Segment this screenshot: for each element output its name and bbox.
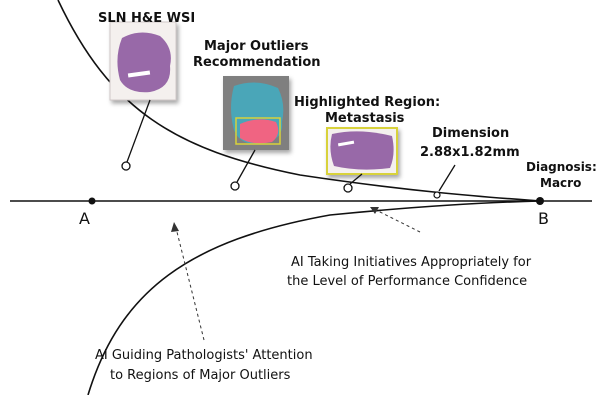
- label-ai-guiding-1: AI Guiding Pathologists' Attention: [95, 348, 313, 363]
- highlight-slit: [337, 140, 355, 147]
- label-dimension-1: Dimension: [432, 126, 509, 141]
- connector-highlight: [349, 173, 363, 185]
- label-highlight-2: Metastasis: [325, 111, 405, 126]
- connector-wsi: [126, 99, 151, 163]
- dashed-arrow-guiding-head: [171, 222, 179, 232]
- marker-outliers: [230, 181, 240, 191]
- marker-dimension: [433, 191, 441, 199]
- outliers-tissue-pink: [240, 119, 279, 144]
- point-b-dot: [536, 197, 544, 205]
- label-ai-initiative-1: AI Taking Initiatives Appropriately for: [291, 255, 532, 270]
- label-outliers-1: Major Outliers: [204, 39, 309, 54]
- marker-highlight: [343, 183, 353, 193]
- outliers-highlight-box: [235, 117, 281, 145]
- sln-wsi-slit: [127, 70, 151, 78]
- label-dimension-2: 2.88x1.82mm: [420, 145, 520, 160]
- label-ai-guiding-2: to Regions of Major Outliers: [110, 368, 291, 383]
- lower-curve: [87, 200, 541, 396]
- label-sln-wsi: SLN H&E WSI: [98, 11, 195, 26]
- label-diagnosis-1: Diagnosis:: [526, 160, 597, 174]
- connector-outliers: [236, 149, 256, 183]
- dashed-arrow-initiative: [375, 209, 421, 233]
- upper-curve: [57, 0, 541, 202]
- marker-wsi: [121, 161, 131, 171]
- point-a-dot: [88, 197, 96, 205]
- label-outliers-2: Recommendation: [193, 55, 321, 70]
- dashed-arrow-initiative-head: [370, 207, 379, 214]
- label-diagnosis-2: Macro: [540, 176, 581, 190]
- connector-dimension: [438, 164, 456, 192]
- label-point-a: A: [79, 209, 90, 228]
- highlight-tissue: [330, 131, 394, 170]
- label-highlight-1: Highlighted Region:: [294, 95, 440, 110]
- dashed-arrow-guiding: [175, 227, 205, 341]
- label-point-b: B: [538, 209, 549, 228]
- label-ai-initiative-2: the Level of Performance Confidence: [287, 274, 527, 289]
- sln-wsi-tissue: [117, 32, 171, 93]
